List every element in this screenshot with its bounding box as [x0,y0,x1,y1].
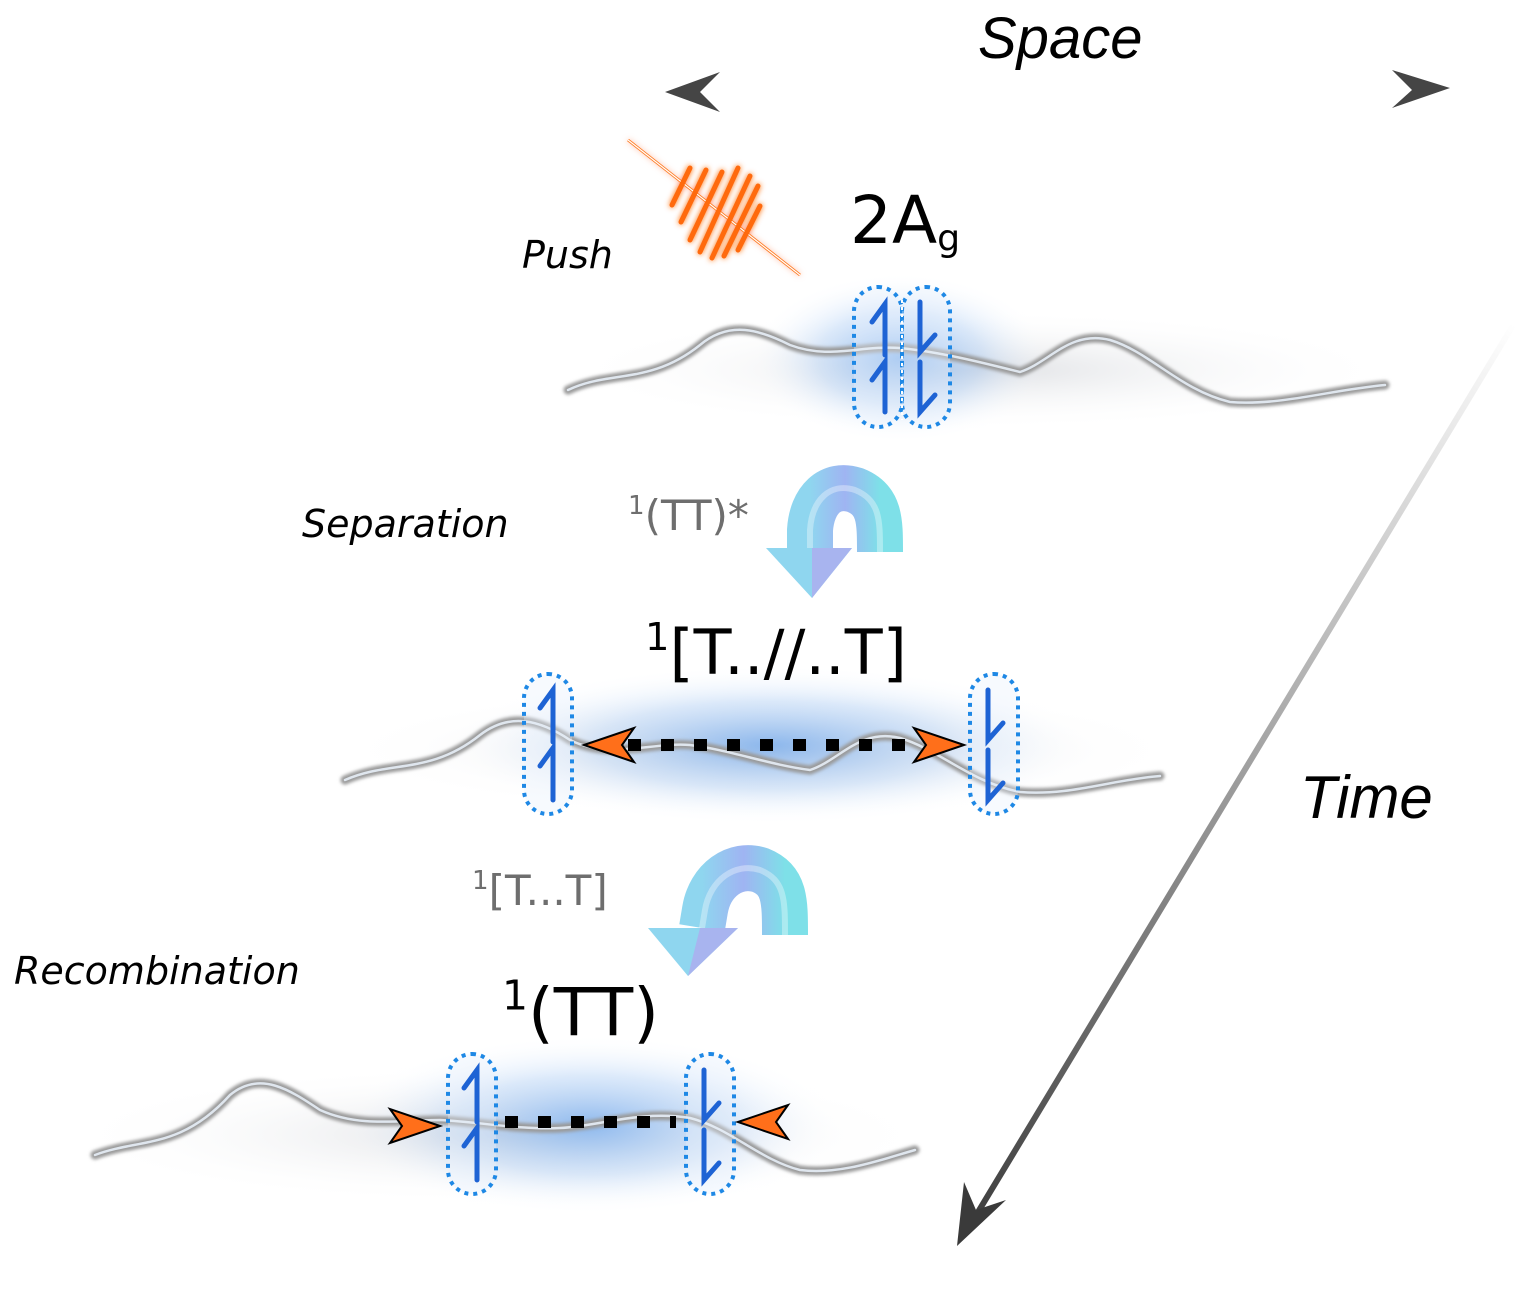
laser-pulse-icon [627,138,801,277]
time-axis-arrow [957,320,1518,1246]
orange-arrowhead [734,1103,791,1141]
stage-push-molecule [560,273,1400,443]
orange-arrowhead [911,726,968,764]
space-axis-label: Space [978,6,1143,71]
triplet-exciton-right [684,1052,736,1196]
spin-up-arrow [461,1120,480,1183]
spin-down-arrow [701,1067,722,1127]
state-tt: 1(TT) [502,975,659,1046]
stage-recombination-molecule [60,1035,940,1215]
separation-label: Separation [302,502,509,546]
push-label: Push [522,233,613,277]
space-axis-arrow [665,70,1450,112]
state-tt-text: (TT) [528,974,659,1051]
stage-separation-molecule [330,665,1190,825]
spin-up-arrow [537,682,556,745]
spin-up-arrow [461,1062,480,1125]
spin-down-arrow [917,359,938,419]
state-separated-sup: 1 [645,615,670,661]
state-2ag-main: 2A [850,182,938,259]
triplet-exciton-left [522,672,574,816]
spin-up-arrow [537,740,556,803]
recombination-label: Recombination [14,949,300,993]
orange-arrowhead [387,1107,444,1145]
triplet-exciton-left [852,285,904,429]
spin-down-arrow [917,299,938,359]
transition-tt-star-text: (TT)* [644,491,749,540]
transition-tt-star-sup: 1 [628,490,645,521]
state-2ag: 2Ag [850,188,960,256]
spin-down-arrow [985,687,1006,747]
transition-tt-star: 1(TT)* [628,493,749,537]
state-2ag-sub: g [937,216,961,260]
triplet-exciton-right [900,285,952,429]
spin-up-arrow [869,354,888,415]
transition-t-t-sup: 1 [472,865,489,896]
spin-up-arrow [869,296,888,358]
state-separated-triplets: 1[T..//..T] [645,618,907,684]
spin-down-arrow [985,747,1006,807]
triplet-exciton-right [968,672,1020,816]
transition-t-t-text: [T...T] [488,866,608,915]
state-separated-text: [T..//..T] [669,616,907,689]
spin-down-arrow [701,1127,722,1187]
curved-arrow-icon [766,465,903,598]
time-axis-label: Time [1300,764,1433,831]
transition-t-t: 1[T...T] [472,868,608,912]
state-tt-sup: 1 [502,971,529,1020]
orange-arrowhead [580,726,637,764]
triplet-exciton-left [446,1052,498,1196]
curved-arrow-icon [648,845,808,976]
